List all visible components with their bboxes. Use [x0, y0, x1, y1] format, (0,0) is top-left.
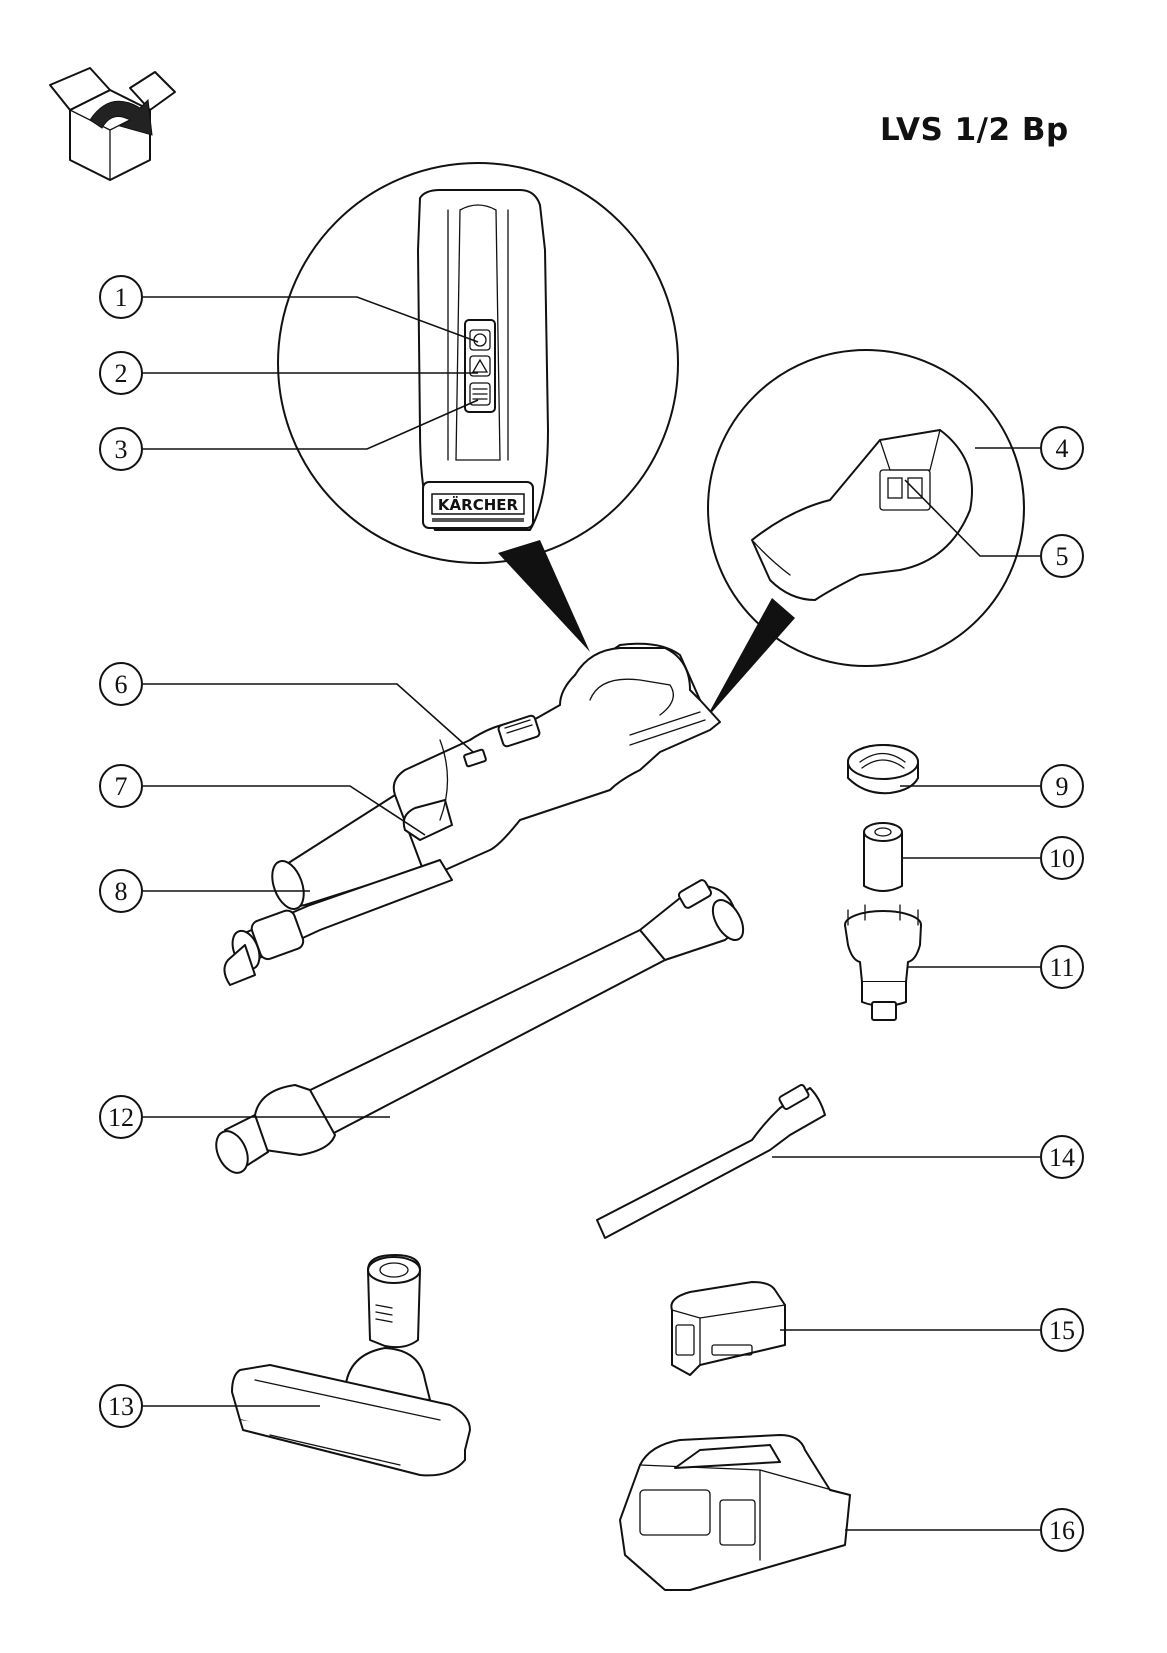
callout-number: 2 [115, 359, 128, 388]
callout-number: 5 [1056, 542, 1069, 571]
callout-number: 11 [1049, 953, 1074, 982]
leader-lines [143, 296, 1040, 1531]
callout-number: 8 [115, 877, 128, 906]
callout-number: 6 [115, 670, 128, 699]
callout-number: 16 [1049, 1516, 1075, 1545]
detail-circle-nozzle [707, 349, 1025, 667]
detail-pointer-controls [498, 540, 590, 652]
callout-number: 14 [1049, 1143, 1075, 1172]
callout-number: 10 [1049, 844, 1075, 873]
callout-number: 9 [1056, 772, 1069, 801]
callout-15: 15 [1040, 1308, 1084, 1352]
callout-number: 3 [115, 435, 128, 464]
model-title: LVS 1/2 Bp [880, 112, 1069, 148]
callout-11: 11 [1040, 945, 1084, 989]
callout-5: 5 [1040, 534, 1084, 578]
callout-16: 16 [1040, 1508, 1084, 1552]
callout-9: 9 [1040, 764, 1084, 808]
callout-1: 1 [99, 275, 143, 319]
open-box-arrow-icon [49, 67, 176, 181]
filter-sponge [863, 822, 903, 892]
callout-2: 2 [99, 351, 143, 395]
callout-number: 1 [115, 283, 128, 312]
brand-logo-text: KÄRCHER [438, 495, 519, 514]
callout-8: 8 [99, 869, 143, 913]
vacuum-body [271, 642, 721, 910]
crevice-nozzle [596, 1084, 826, 1239]
short-tube [223, 859, 453, 986]
callout-number: 15 [1049, 1316, 1075, 1345]
battery-charger [619, 1434, 851, 1591]
callout-3: 3 [99, 427, 143, 471]
callout-7: 7 [99, 764, 143, 808]
callout-number: 4 [1056, 434, 1069, 463]
long-tube [215, 879, 745, 1174]
callout-12: 12 [99, 1095, 143, 1139]
callout-4: 4 [1040, 426, 1084, 470]
callout-14: 14 [1040, 1135, 1084, 1179]
callout-number: 13 [108, 1392, 134, 1421]
callout-10: 10 [1040, 836, 1084, 880]
callout-13: 13 [99, 1384, 143, 1428]
detail-circle-controls: KÄRCHER [277, 162, 679, 564]
filter-holder [844, 904, 922, 1021]
floor-nozzle [231, 1254, 471, 1477]
callout-6: 6 [99, 662, 143, 706]
battery-pack [670, 1281, 786, 1376]
callout-number: 12 [108, 1103, 134, 1132]
detail-pointer-nozzle [705, 598, 795, 720]
callout-number: 7 [115, 772, 128, 801]
